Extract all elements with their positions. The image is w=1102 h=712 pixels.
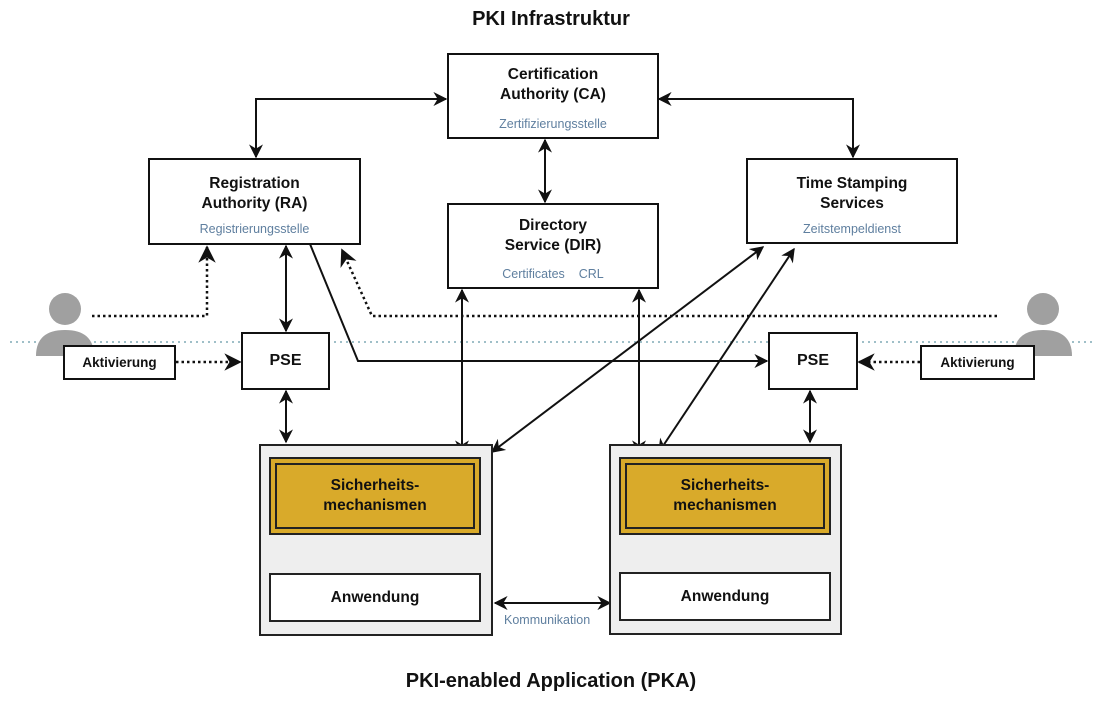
- ca-title-line1: Certification: [507, 66, 599, 83]
- application-left-label: Anwendung: [330, 588, 420, 606]
- arrow-tss-right-app: [658, 247, 795, 454]
- pse-left-box[interactable]: PSE: [241, 332, 330, 390]
- registration-authority-box[interactable]: Registration Authority (RA) Registrierun…: [148, 158, 361, 245]
- activation-right-box[interactable]: Aktivierung: [920, 345, 1035, 380]
- security-left-line2: mechanismen: [323, 497, 427, 514]
- application-left-box[interactable]: Anwendung: [269, 573, 481, 622]
- security-left-line1: Sicherheits-: [330, 477, 420, 494]
- activation-left-label: Aktivierung: [82, 355, 157, 370]
- pse-left-label: PSE: [269, 352, 302, 369]
- arrow-user-right-ra: [340, 248, 997, 318]
- tss-title-line2: Services: [820, 195, 884, 212]
- dir-title-line1: Directory: [518, 217, 588, 234]
- dir-subtitle: Certificates CRL: [502, 267, 604, 281]
- tss-subtitle: Zeitstempeldienst: [803, 222, 901, 236]
- ra-subtitle: Registrierungsstelle: [199, 222, 310, 236]
- security-right-line2: mechanismen: [673, 497, 777, 514]
- security-mechanisms-right-box[interactable]: Sicherheits- mechanismen: [619, 457, 831, 535]
- title-pki-enabled-application: PKI-enabled Application (PKA): [405, 670, 697, 692]
- dir-title-line2: Service (DIR): [504, 237, 602, 254]
- pse-right-label: PSE: [796, 352, 829, 369]
- tss-title-line1: Time Stamping: [796, 175, 908, 192]
- ra-title-line1: Registration: [209, 175, 300, 192]
- ca-subtitle: Zertifizierungsstelle: [499, 117, 607, 131]
- activation-left-box[interactable]: Aktivierung: [63, 345, 176, 380]
- application-right-box[interactable]: Anwendung: [619, 572, 831, 621]
- arrow-ca-tss: [657, 92, 860, 159]
- security-right-line1: Sicherheits-: [680, 477, 770, 494]
- time-stamping-services-box[interactable]: Time Stamping Services Zeitstempeldienst: [746, 158, 958, 244]
- pse-right-box[interactable]: PSE: [768, 332, 858, 390]
- certification-authority-box[interactable]: Certification Authority (CA) Zertifizier…: [447, 53, 659, 139]
- arrow-ca-ra: [249, 92, 448, 159]
- title-pki-infrastructure: PKI Infrastruktur: [472, 8, 630, 30]
- ca-title-line2: Authority (CA): [500, 86, 606, 103]
- arrow-user-left-ra: [92, 245, 216, 318]
- ra-title-line2: Authority (RA): [201, 195, 308, 212]
- directory-service-box[interactable]: Directory Service (DIR) Certificates CRL: [447, 203, 659, 289]
- security-mechanisms-left-box[interactable]: Sicherheits- mechanismen: [269, 457, 481, 535]
- communication-label: Kommunikation: [504, 613, 591, 627]
- activation-right-label: Aktivierung: [940, 355, 1015, 370]
- application-right-label: Anwendung: [680, 587, 770, 605]
